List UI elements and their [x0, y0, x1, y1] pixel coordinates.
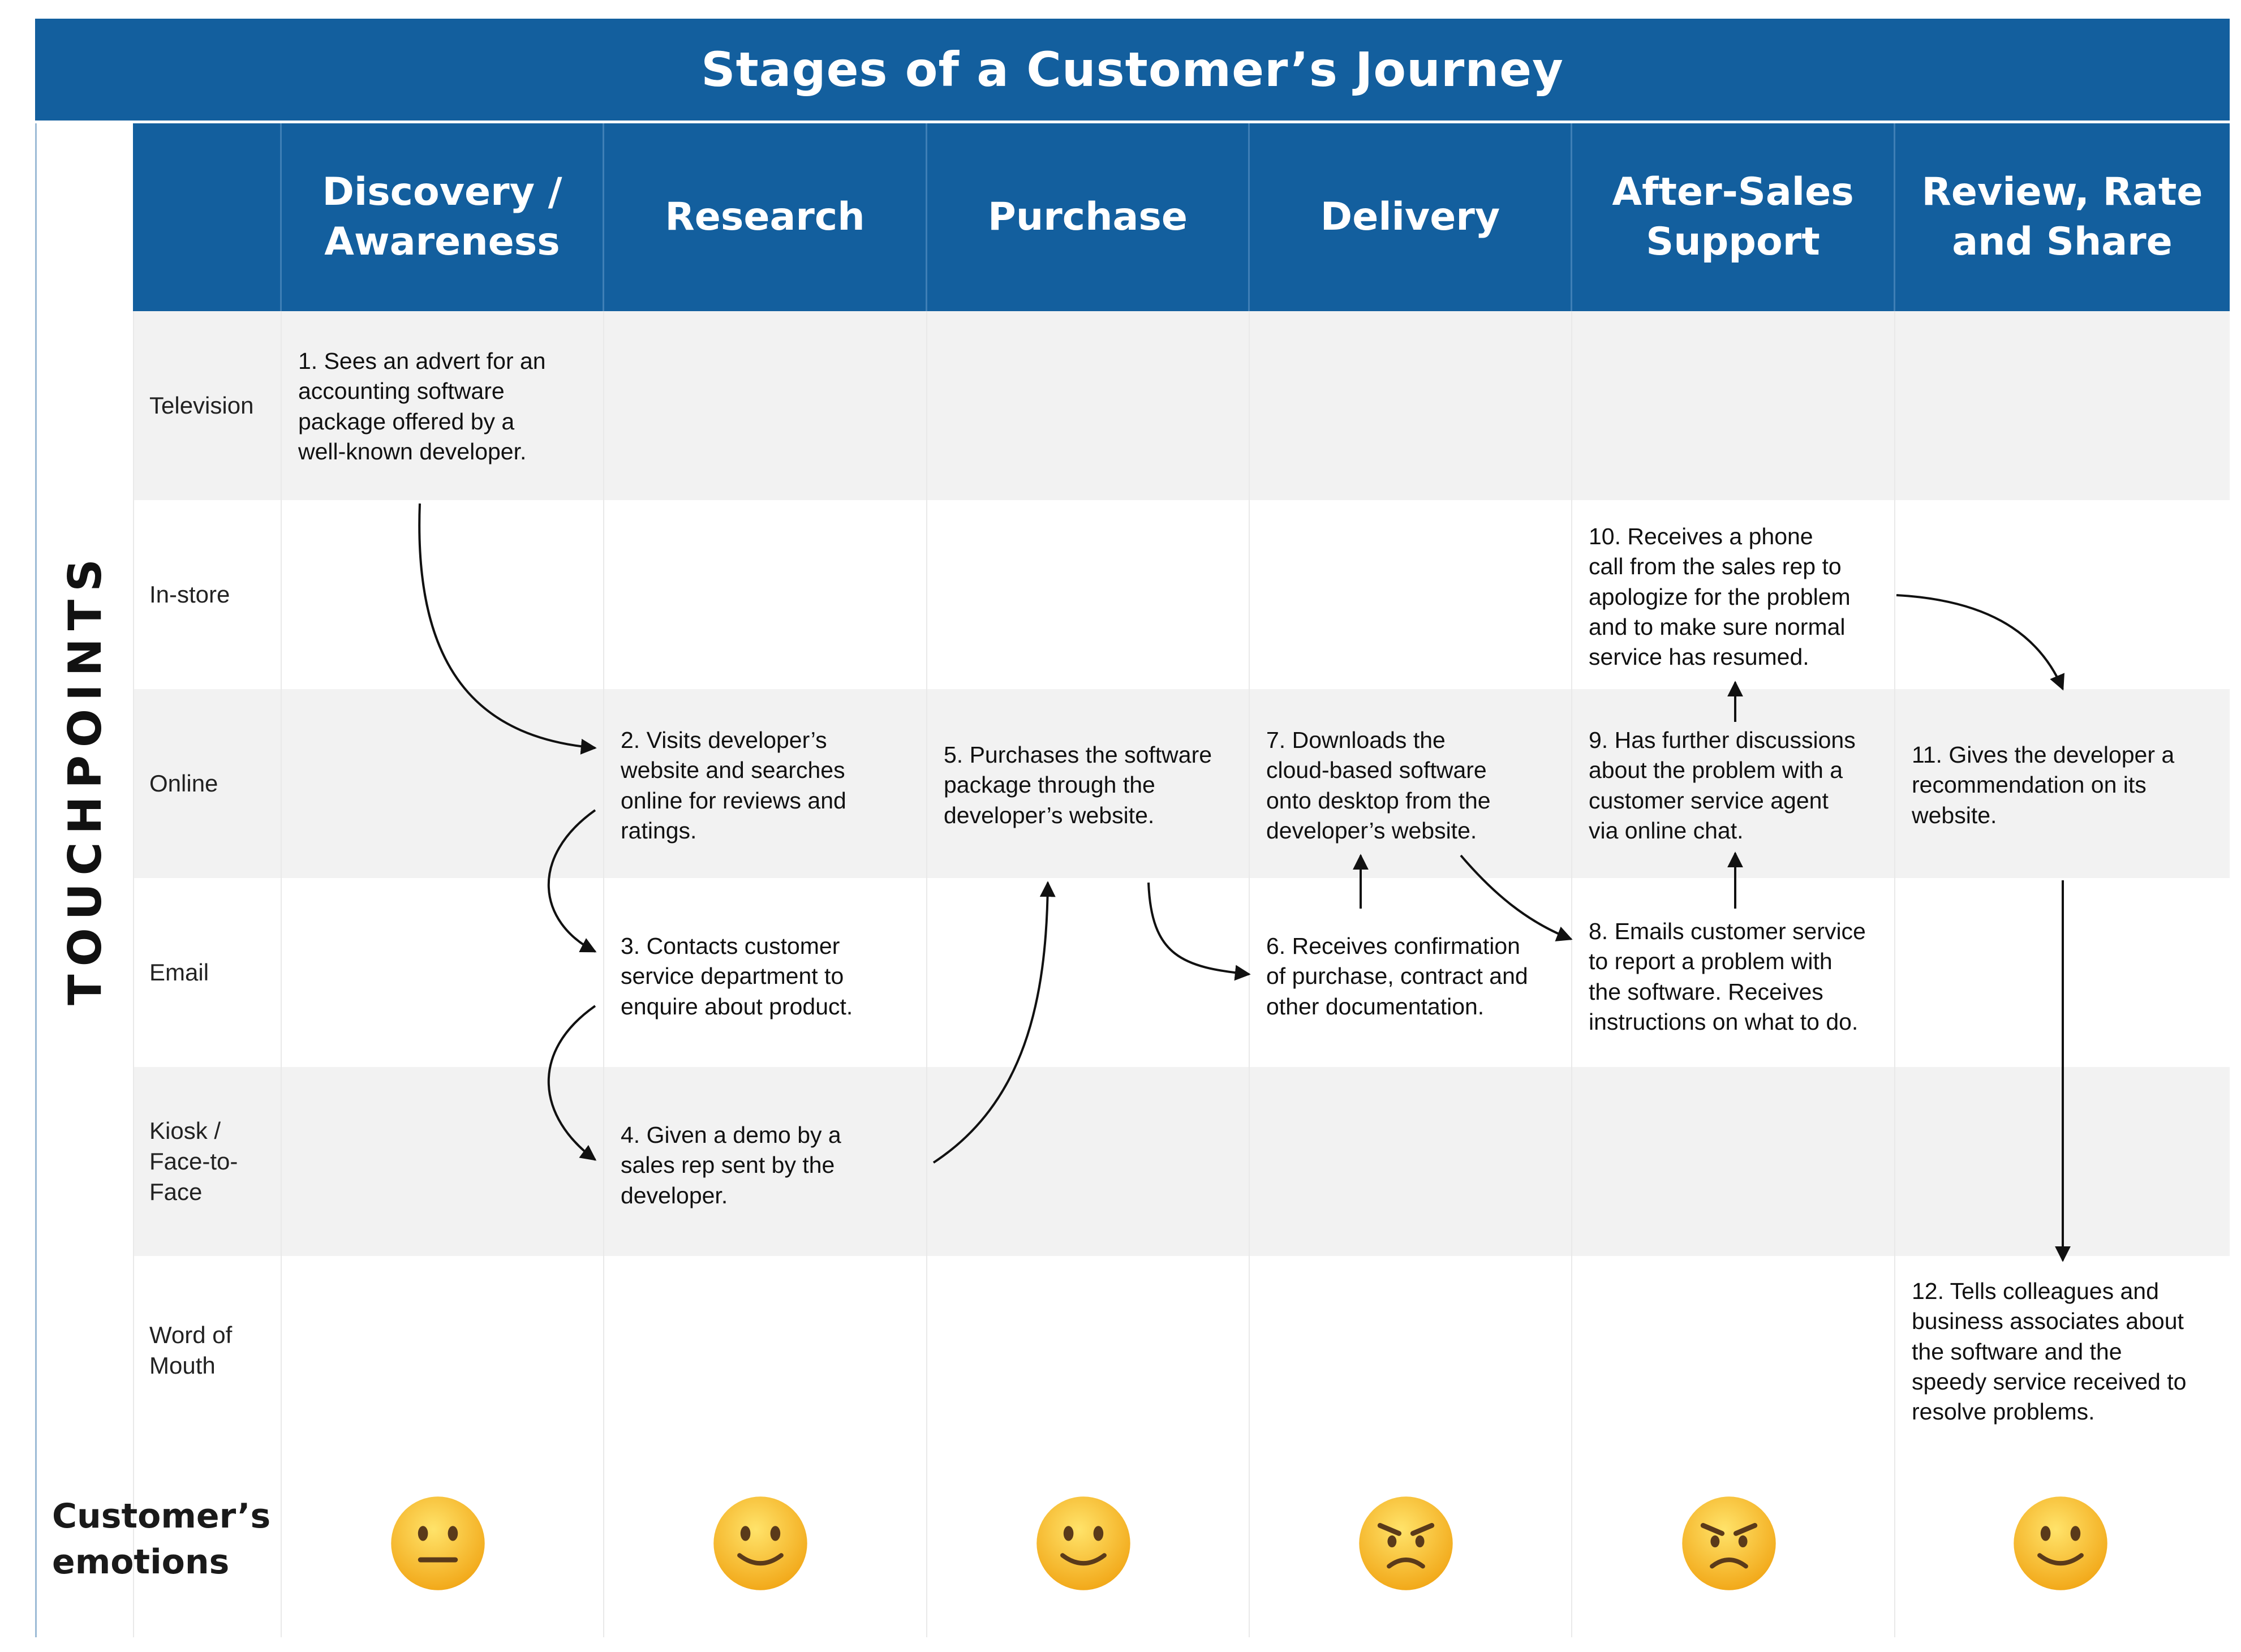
grid-line — [603, 311, 604, 1637]
grid-line — [281, 311, 282, 1637]
row-band-online — [133, 689, 2230, 878]
header-divider — [1894, 123, 1895, 311]
step-2: 2. Visits developer’s website and search… — [621, 727, 846, 844]
grid-line — [926, 311, 927, 1637]
step-5: 5. Purchases the software package throug… — [944, 742, 1212, 828]
grid-line — [1571, 311, 1572, 1637]
touchpoint-kiosk: Kiosk / Face-to- Face — [149, 1117, 238, 1205]
touchpoint-television: Television — [149, 392, 254, 419]
stage-header-research: Research — [665, 194, 865, 239]
angry-face-icon — [1682, 1496, 1776, 1590]
header-divider — [280, 123, 282, 311]
step-3: 3. Contacts customer service department … — [621, 933, 853, 1019]
row-band-kiosk — [133, 1067, 2230, 1256]
angry-face-icon — [1359, 1496, 1453, 1590]
header-divider — [926, 123, 927, 311]
stage-header-delivery: Delivery — [1320, 194, 1500, 239]
step-7: 7. Downloads the cloud-based software on… — [1266, 727, 1491, 844]
header-divider — [1571, 123, 1572, 311]
stage-header-purchase: Purchase — [988, 194, 1188, 239]
row-band-television — [133, 311, 2230, 500]
arrow-7-to-8 — [1460, 854, 1573, 941]
stage-header-discovery: Discovery / Awareness — [322, 169, 562, 264]
smiling-face-icon — [713, 1496, 807, 1590]
header-divider — [1248, 123, 1250, 311]
diagram-title: Stages of a Customer’s Journey — [35, 19, 2230, 121]
step-10: 10. Receives a phone call from the sales… — [1589, 523, 1851, 670]
stage-header-after-sales: After-Sales Support — [1612, 169, 1854, 264]
touchpoint-online: Online — [149, 770, 218, 797]
step-12: 12. Tells colleagues and business associ… — [1912, 1278, 2187, 1425]
left-border — [35, 123, 37, 1637]
stage-header-row — [133, 123, 2230, 311]
arrow-10-to-11 — [1896, 594, 2064, 691]
step-9: 9. Has further discussions about the pro… — [1589, 727, 1856, 844]
step-1: 1. Sees an advert for an accounting soft… — [298, 348, 546, 464]
grid-line — [1894, 311, 1895, 1637]
header-divider — [603, 123, 604, 311]
step-11: 11. Gives the developer a recommendation… — [1912, 742, 2175, 828]
arrow-3-to-4 — [547, 1005, 597, 1161]
touchpoint-in-store: In-store — [149, 581, 230, 608]
step-8: 8. Emails customer service to report a p… — [1589, 918, 1866, 1035]
stage-header-review: Review, Rate and Share — [1921, 169, 2203, 264]
smiling-face-icon — [1036, 1496, 1130, 1590]
arrow-4-to-5 — [932, 881, 1056, 1164]
arrow-2-to-3 — [547, 809, 597, 953]
grid-line — [133, 311, 134, 1637]
step-6: 6. Receives confirmation of purchase, co… — [1266, 933, 1528, 1019]
step-4: 4. Given a demo by a sales rep sent by t… — [621, 1122, 841, 1208]
arrow-5-to-6 — [1147, 882, 1251, 981]
neutral-face-icon — [391, 1496, 485, 1590]
touchpoint-word-of-mouth: Word of Mouth — [149, 1322, 233, 1379]
smiling-face-icon — [2014, 1496, 2107, 1590]
arrow-1-to-2 — [418, 503, 597, 755]
touchpoint-email: Email — [149, 959, 209, 986]
emotions-label: Customer’s emotions — [52, 1496, 271, 1582]
